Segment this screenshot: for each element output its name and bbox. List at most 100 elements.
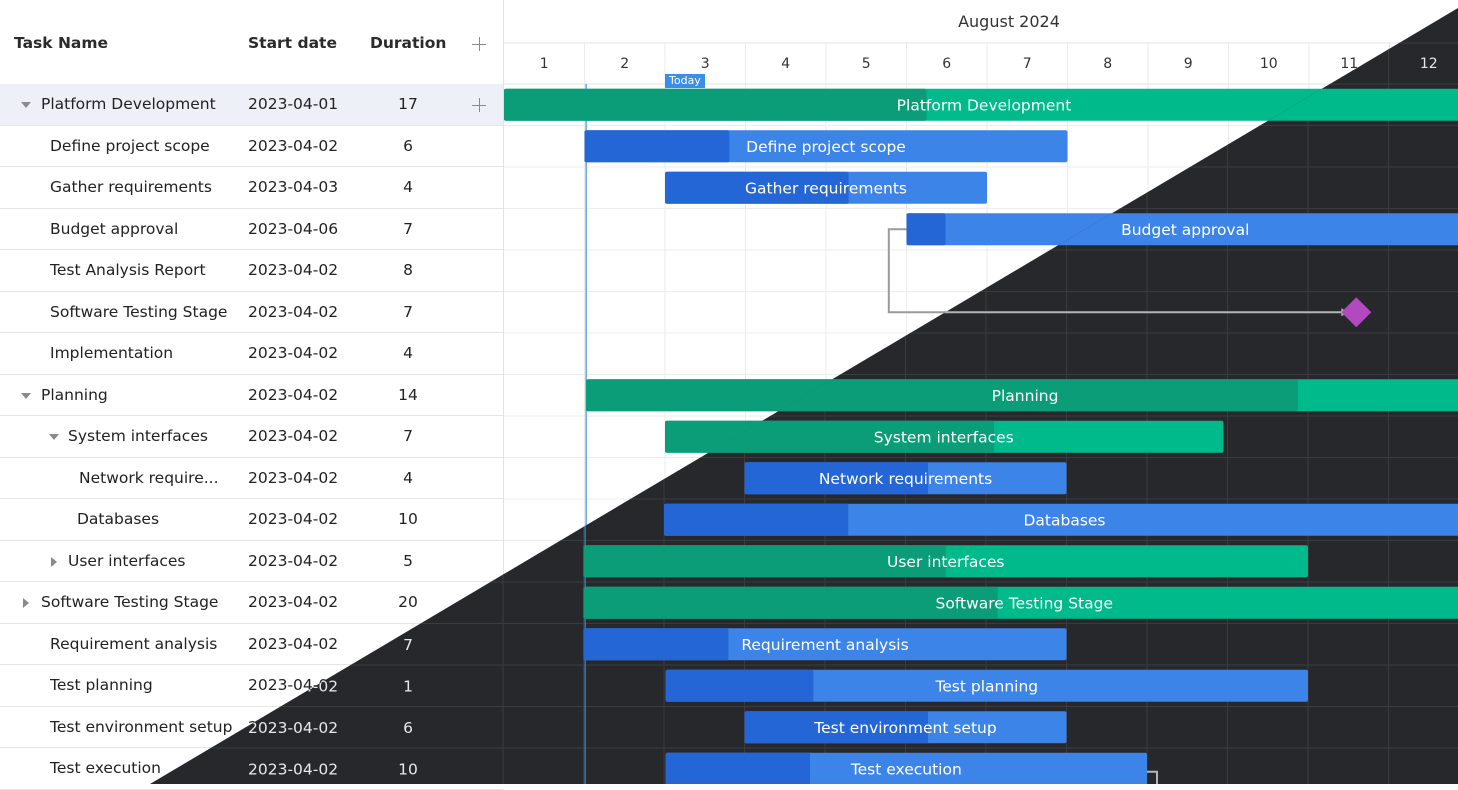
- task-bar[interactable]: Network requirements: [746, 462, 1068, 494]
- start-date-cell: 2023-04-02: [248, 499, 338, 541]
- duration-cell: 7: [378, 209, 438, 251]
- start-date-cell: 2023-04-02: [248, 624, 338, 666]
- grid-row[interactable]: Define project scope 2023-04-02 6: [0, 126, 503, 168]
- duration-cell: 20: [378, 582, 438, 624]
- task-bar[interactable]: Test planning: [667, 670, 1309, 702]
- duration-cell: 10: [378, 499, 438, 541]
- task-name-cell: Databases: [77, 499, 159, 541]
- task-bar[interactable]: Requirement analysis: [585, 628, 1068, 660]
- day-tick-label: 2: [620, 56, 629, 72]
- task-name-cell: Planning: [41, 375, 108, 417]
- expand-caret-icon[interactable]: [20, 582, 32, 624]
- collapse-caret-icon[interactable]: [20, 84, 32, 126]
- task-bar[interactable]: Platform Development: [504, 89, 1458, 121]
- task-name-cell: Software Testing Stage: [41, 582, 218, 624]
- start-date-cell: 2023-04-02: [248, 375, 338, 417]
- header-start-date[interactable]: Start date: [248, 34, 337, 52]
- dependency-link-2: [1148, 772, 1158, 784]
- task-name-cell: Test execution: [50, 748, 161, 790]
- duration-cell: 6: [378, 126, 438, 168]
- task-bar[interactable]: Budget approval: [907, 213, 1458, 245]
- task-name-cell: Implementation: [50, 333, 173, 375]
- start-date-cell: 2023-04-02: [248, 541, 338, 583]
- start-date-cell: 2023-04-02: [248, 126, 338, 168]
- collapse-caret-icon[interactable]: [20, 375, 32, 417]
- task-bar[interactable]: Databases: [665, 504, 1458, 536]
- duration-cell: 4: [378, 167, 438, 209]
- grid-row[interactable]: Planning 2023-04-02 14: [0, 375, 503, 417]
- task-name-cell: Test environment setup: [50, 707, 232, 749]
- task-bar[interactable]: Define project scope: [585, 130, 1068, 162]
- bar-label: Test environment setup: [814, 719, 997, 737]
- grid-header: Task Name Start date Duration: [0, 0, 503, 85]
- bar-label: System interfaces: [875, 428, 1015, 446]
- duration-cell: 4: [378, 333, 438, 375]
- bar-label: Planning: [992, 387, 1059, 405]
- task-bar[interactable]: System interfaces: [665, 421, 1224, 453]
- task-name-cell: Platform Development: [41, 84, 216, 126]
- duration-cell: 5: [378, 541, 438, 583]
- grid-row[interactable]: Implementation 2023-04-02 4: [0, 333, 503, 375]
- milestone-diamond: [1342, 297, 1372, 327]
- start-date-cell: 2023-04-02: [248, 333, 338, 375]
- duration-cell: 6: [378, 707, 438, 749]
- day-tick-label: 5: [862, 56, 871, 72]
- grid-row[interactable]: Software Testing Stage 2023-04-02 20: [0, 582, 503, 624]
- day-tick-label: 9: [1184, 56, 1193, 72]
- header-task-name[interactable]: Task Name: [14, 34, 108, 52]
- day-tick-label: 4: [781, 56, 790, 72]
- duration-cell: 14: [378, 375, 438, 417]
- collapse-caret-icon[interactable]: [48, 416, 60, 458]
- start-date-cell: 2023-04-02: [248, 416, 338, 458]
- task-name-cell: Gather requirements: [50, 167, 212, 209]
- day-tick-label: 12: [1421, 56, 1439, 72]
- bar-progress: [585, 130, 730, 162]
- task-bar[interactable]: Planning: [586, 379, 1458, 411]
- bar-label: Platform Development: [897, 96, 1072, 114]
- task-bar[interactable]: Test environment setup: [746, 711, 1068, 743]
- task-name-cell: Budget approval: [50, 209, 178, 251]
- task-name-cell: Define project scope: [50, 126, 210, 168]
- duration-cell: 1: [378, 665, 438, 707]
- today-marker-label: Today: [665, 74, 705, 88]
- bar-label: Software Testing Stage: [936, 594, 1113, 612]
- start-date-cell: 2023-04-02: [248, 582, 338, 624]
- bar-progress: [667, 670, 815, 702]
- day-tick-label: 10: [1260, 56, 1278, 72]
- task-bar[interactable]: User interfaces: [585, 545, 1310, 577]
- start-date-cell: 2023-04-02: [248, 458, 338, 500]
- bar-label: Budget approval: [1121, 221, 1249, 239]
- bar-label: Define project scope: [746, 138, 906, 156]
- task-bar[interactable]: Gather requirements: [665, 172, 987, 204]
- bar-label: Databases: [1023, 511, 1105, 529]
- duration-cell: 10: [378, 748, 438, 790]
- grid-row[interactable]: Databases 2023-04-02 10: [0, 499, 503, 541]
- header-duration[interactable]: Duration: [370, 34, 446, 52]
- day-tick-label: 7: [1023, 56, 1032, 72]
- day-tick-label: 1: [540, 56, 549, 72]
- add-task-icon[interactable]: [472, 37, 486, 51]
- task-name-cell: Network require...: [79, 458, 219, 500]
- bar-progress: [907, 213, 946, 245]
- expand-caret-icon[interactable]: [48, 541, 60, 583]
- bar-progress: [665, 504, 849, 536]
- bar-progress: [504, 89, 926, 121]
- duration-cell: 7: [378, 624, 438, 666]
- bar-label: Network requirements: [820, 470, 993, 488]
- task-bar[interactable]: Software Testing Stage: [585, 587, 1458, 619]
- add-subtask-icon[interactable]: [472, 98, 486, 112]
- start-date-cell: 2023-04-01: [248, 84, 338, 126]
- task-bar[interactable]: Test execution: [667, 753, 1148, 784]
